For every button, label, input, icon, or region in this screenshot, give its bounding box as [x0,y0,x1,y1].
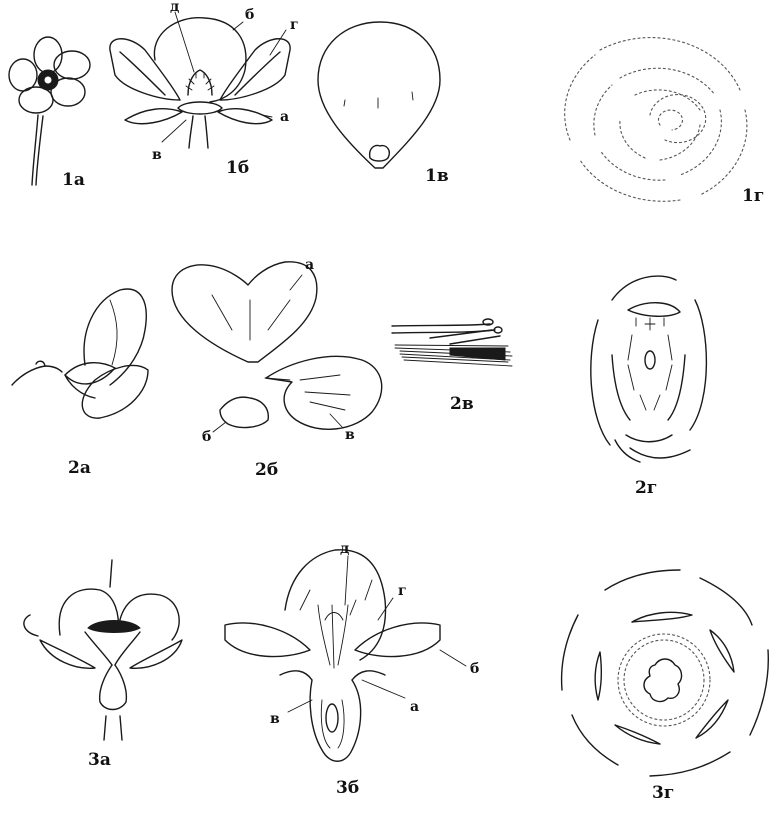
label-2a: 2а [68,458,91,478]
part-label-1b-b: б [245,7,255,23]
drawing-2g-diagram [590,275,708,463]
label-1b: 1б [226,158,250,178]
drawing-3a-flower [23,559,183,741]
drawing-2v-stamens [391,318,513,367]
label-1a: 1а [62,170,85,190]
part-label-3b-g: г [398,583,407,599]
drawing-1a-flower [8,36,91,186]
label-3a: 3а [88,750,111,770]
part-label-3b-d: д [340,541,350,557]
label-2b: 2б [255,460,279,480]
part-label-3b-v: в [270,711,280,727]
part-label-1b-v: в [152,147,162,163]
drawing-1v-petal [317,21,441,169]
drawing-1b-section [109,11,291,149]
label-1v: 1в [425,166,449,186]
label-3b: 3б [336,778,360,798]
part-label-1b-g: г [290,17,299,33]
drawing-2b-petals [171,261,383,433]
drawing-1g-diagram [564,37,748,202]
part-label-1b-d: д [170,0,180,15]
part-label-2b-b: б [202,429,212,445]
label-2g: 2г [635,478,658,498]
drawing-3g-diagram [560,569,770,777]
part-label-2b-a: а [305,257,315,273]
drawing-2a-flower [11,288,149,419]
part-label-3b-a: а [410,699,420,715]
drawing-3b-section [224,549,467,762]
part-label-3b-b: б [470,661,480,677]
label-2v: 2в [450,394,474,414]
label-1g: 1г [742,186,765,206]
label-3g: 3г [652,783,675,803]
part-label-2b-v: в [345,427,355,443]
part-label-1b-a: а [280,109,290,125]
